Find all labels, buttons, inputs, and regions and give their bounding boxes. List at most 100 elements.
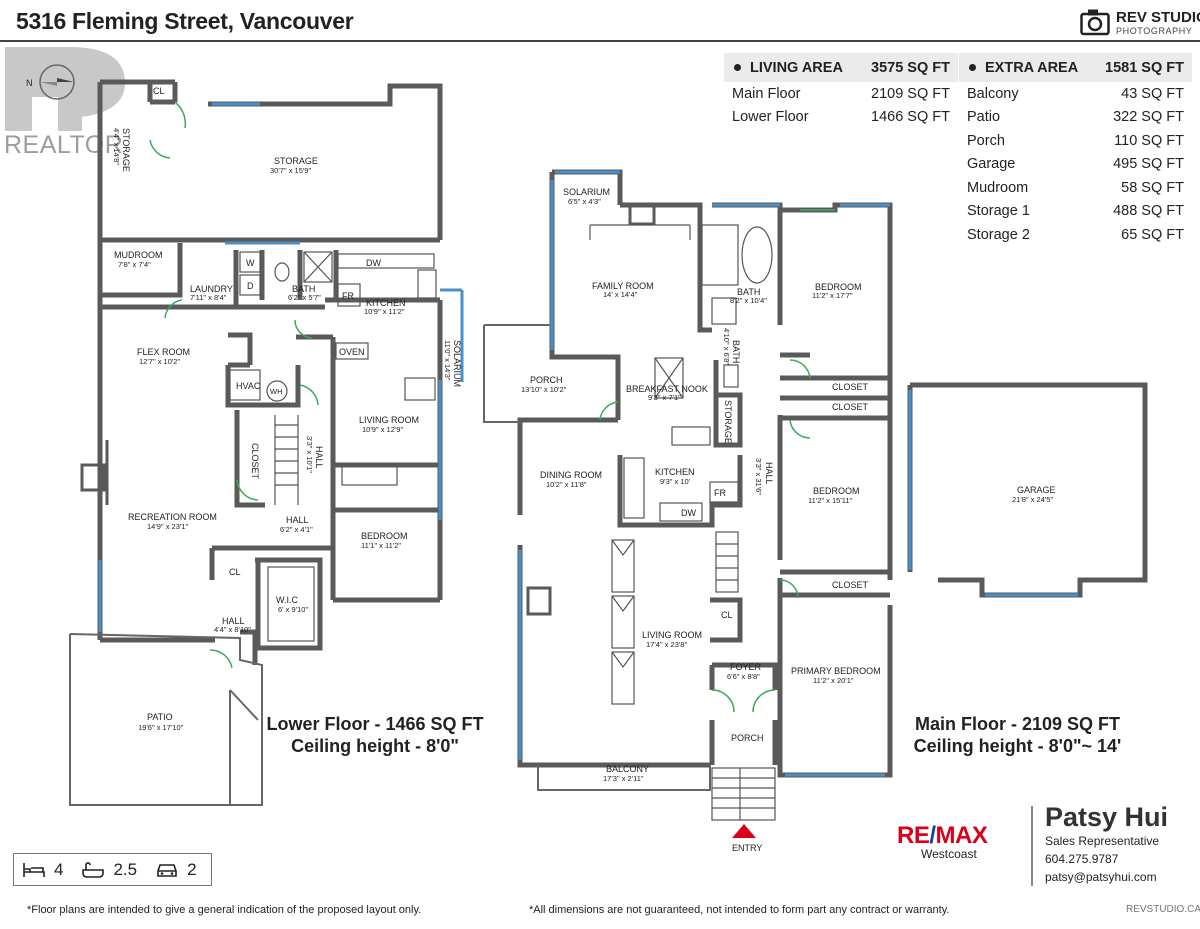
room-dim-hall: 3'3" x 10'1"	[305, 436, 314, 473]
room-dim-patio: 19'6" x 17'10"	[138, 723, 184, 732]
entry-marker: ENTRY	[732, 824, 762, 853]
main-floor-caption: Main Floor - 2109 SQ FT Ceiling height -…	[895, 713, 1140, 757]
footer-disclaimer-dimensions: *All dimensions are not guaranteed, not …	[529, 904, 950, 916]
room-label-laundry: LAUNDRY	[190, 284, 233, 294]
hvac-label: HVAC	[236, 381, 261, 391]
extra-area-label: EXTRA AREA	[985, 59, 1079, 76]
area-value: 322 SQ FT	[1113, 109, 1184, 126]
footer-website[interactable]: REVSTUDIO.CA	[1126, 904, 1200, 915]
room-label-hall: HALL	[286, 515, 309, 525]
agent-name: Patsy Hui	[1045, 802, 1169, 832]
room-dim-garage: 21'8" x 24'5"	[1012, 495, 1053, 504]
property-stats: 4 2.5 2	[13, 853, 212, 886]
room-dim-laundry: 7'11" x 8'4"	[190, 293, 227, 302]
beds-count: 4	[54, 859, 64, 879]
room-label-living-room: LIVING ROOM	[359, 415, 419, 425]
dryer-label: D	[247, 281, 254, 291]
room-dim-foyer: 6'6" x 8'8"	[727, 672, 760, 681]
room-label-solarium: SOLARIUM	[452, 340, 462, 387]
room-dim-solarium: 6'5" x 4'3"	[568, 197, 601, 206]
room-dim-kitchen: 10'9" x 11'2"	[364, 307, 405, 316]
room-dim-family-room: 14' x 14'4"	[603, 290, 638, 299]
room-label-wic: W.I.C	[276, 595, 298, 605]
room-dim-balcony: 17'3" x 2'11"	[603, 774, 644, 783]
room-dim-bedroom: 11'2" x 15'11"	[808, 496, 853, 505]
entry-label: ENTRY	[732, 843, 762, 853]
room-label-dining-room: DINING ROOM	[540, 470, 602, 480]
room-label-closet: CLOSET	[832, 580, 869, 590]
room-dim-primary-bedroom: 11'2" x 20'1"	[813, 676, 854, 685]
room-dim-living-room: 17'4" x 23'8"	[646, 640, 687, 649]
dw-label: DW	[366, 258, 381, 268]
room-dim-breakfast-nook: 9'3" x 7'1"	[648, 393, 681, 402]
remax-logo: RE/MAX Westcoast	[897, 822, 1019, 866]
washer-label: W	[246, 258, 255, 268]
room-label-cl: CL	[153, 86, 165, 96]
baths-stat: 2.5	[81, 860, 147, 880]
room-label-recreation-room: RECREATION ROOM	[128, 512, 217, 522]
room-label-hall: HALL	[222, 616, 245, 626]
room-dim-bath: 4'10" x 6'8"	[722, 328, 731, 365]
room-label-kitchen: KITCHEN	[366, 298, 406, 308]
fr-label: FR	[714, 488, 726, 498]
room-label-living-room: LIVING ROOM	[642, 630, 702, 640]
area-name: Balcony	[967, 85, 1019, 102]
patio-outline	[69, 633, 263, 806]
area-value: 110 SQ FT	[1114, 132, 1184, 149]
area-value: 58 SQ FT	[1121, 179, 1184, 196]
area-name: Storage 1	[967, 203, 1030, 220]
lower-floor-ceiling: Ceiling height - 8'0"	[291, 736, 459, 756]
room-label-balcony: BALCONY	[606, 764, 649, 774]
room-label-closet: CLOSET	[250, 443, 260, 480]
area-value: 43 SQ FT	[1121, 85, 1184, 102]
living-area-total: 3575 SQ FT	[871, 59, 950, 76]
footer-disclaimer-layout: *Floor plans are intended to give a gene…	[27, 904, 422, 916]
area-name: Patio	[967, 109, 1001, 126]
baths-count: 2.5	[113, 859, 138, 879]
compass: N	[26, 64, 75, 100]
room-label-solarium: SOLARIUM	[563, 187, 610, 197]
bed-icon	[23, 862, 45, 877]
logo-sub-text: PHOTOGRAPHY	[1116, 26, 1193, 36]
page-title: 5316 Fleming Street, Vancouver	[16, 8, 354, 34]
room-dim-dining-room: 10'2" x 11'8"	[546, 480, 587, 489]
room-dim-hall: 3'3" x 31'6"	[754, 458, 763, 495]
room-dim-wic: 6' x 9'10"	[278, 605, 308, 614]
room-label-cl: CL	[229, 567, 241, 577]
room-dim-bedroom: 11'1" x 11'2"	[361, 541, 401, 550]
area-value: 65 SQ FT	[1121, 226, 1184, 243]
room-label-porch: PORCH	[530, 375, 563, 385]
room-dim-storage: 4'4" x 14'8"	[112, 128, 121, 165]
agent-phone[interactable]: 604.275.9787	[1045, 852, 1119, 866]
room-label-family-room: FAMILY ROOM	[592, 281, 654, 291]
balcony-outline	[537, 765, 711, 791]
room-label-porch: PORCH	[731, 733, 764, 743]
room-label-bedroom: BEDROOM	[361, 531, 408, 541]
room-dim-kitchen: 9'3" x 10'	[660, 477, 691, 486]
dw-label: DW	[681, 508, 696, 518]
room-label-flex-room: FLEX ROOM	[137, 347, 190, 357]
room-dim-bath: 8'2" x 10'4"	[730, 296, 767, 305]
room-dim-porch: 13'10" x 10'2"	[521, 385, 567, 394]
room-label-patio: PATIO	[147, 712, 173, 722]
area-value: 495 SQ FT	[1113, 156, 1184, 173]
parking-count: 2	[187, 859, 197, 879]
lower-floor-area: Lower Floor - 1466 SQ FT	[266, 714, 484, 734]
branding-divider	[1031, 806, 1033, 886]
room-dim-mudroom: 7'8" x 7'4"	[118, 260, 151, 269]
car-icon	[157, 863, 177, 877]
extra-area-row: Patio 322 SQ FT	[959, 106, 1192, 130]
room-label-cl: CL	[721, 610, 733, 620]
realtor-watermark-text: REALTOR	[4, 131, 124, 159]
extra-area-row: Storage 2 65 SQ FT	[959, 223, 1192, 247]
room-label-primary-bedroom: PRIMARY BEDROOM	[791, 666, 881, 676]
fr-label: FR	[342, 291, 354, 301]
area-name: Storage 2	[967, 226, 1030, 243]
area-value: 2109 SQ FT	[871, 85, 950, 102]
room-label-storage: STORAGE	[121, 128, 131, 172]
agent-email[interactable]: patsy@patsyhui.com	[1045, 870, 1157, 884]
lower-floor-caption: Lower Floor - 1466 SQ FT Ceiling height …	[265, 713, 485, 757]
